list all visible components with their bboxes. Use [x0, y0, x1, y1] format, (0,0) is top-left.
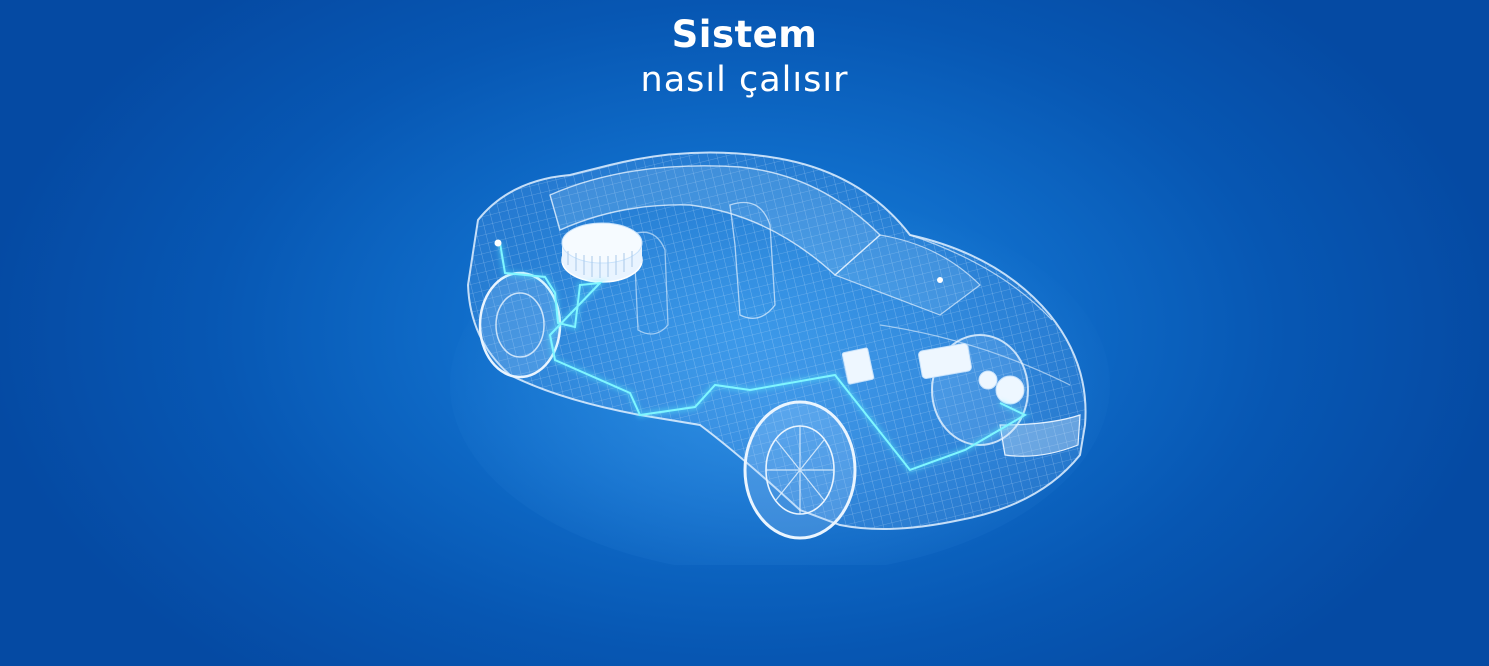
front-wheel: [743, 400, 857, 540]
control-module: [841, 347, 875, 385]
hydrogen-tank: [561, 222, 643, 283]
page-title: Sistem: [671, 13, 818, 56]
circuit-line: [494, 239, 1032, 474]
pump-unit: [978, 370, 1025, 405]
wireframe-car-illustration: [450, 151, 1110, 565]
engine-block: [918, 343, 972, 379]
rear-wheel: [478, 271, 562, 379]
page-subtitle: nasıl çalısır: [640, 60, 849, 100]
page-header: Sistem nasıl çalısır: [0, 12, 1489, 102]
